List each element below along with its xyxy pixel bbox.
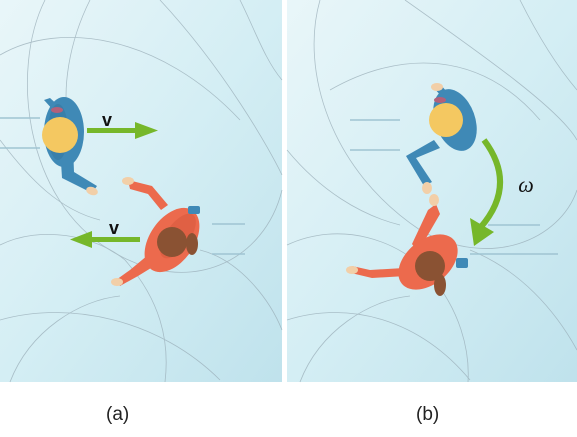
orange-skater-a: [111, 177, 200, 286]
blue-skater-b: [406, 83, 477, 194]
orange-skater-b: [346, 194, 468, 296]
velocity-label-top: v: [102, 110, 112, 130]
velocity-arrow-left: [70, 231, 140, 248]
angular-velocity-arrow: [470, 138, 504, 246]
angular-velocity-label: ω: [518, 172, 534, 197]
caption-a: (a): [106, 404, 130, 425]
panel-b: ω: [286, 0, 577, 383]
blue-skater-a: [42, 97, 98, 196]
caption-b: (b): [416, 404, 440, 425]
ice-surface-b: [287, 0, 577, 382]
ice-streaks-b: [350, 119, 558, 255]
velocity-label-bottom: v: [109, 218, 119, 238]
ice-streaks-a: [0, 117, 245, 255]
panel-a: v v: [0, 0, 283, 383]
velocity-arrow-right: [87, 122, 158, 139]
